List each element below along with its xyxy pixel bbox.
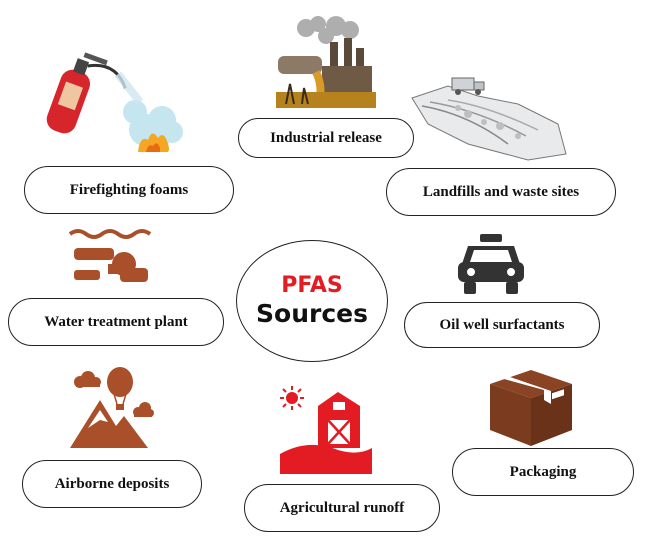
source-label-packaging: Packaging (452, 448, 634, 496)
fire-extinguisher-icon (46, 52, 183, 152)
pfas-sources-hub: PFAS Sources (236, 240, 388, 362)
source-label-landfills: Landfills and waste sites (386, 168, 616, 216)
source-label-airborne: Airborne deposits (22, 460, 202, 508)
source-label-agricultural: Agricultural runoff (244, 484, 440, 532)
source-label-water: Water treatment plant (8, 298, 224, 346)
box-icon (490, 370, 572, 446)
hub-title-line2: Sources (256, 299, 368, 328)
landfill-icon (411, 77, 567, 161)
water-treatment-icon (68, 229, 152, 282)
source-label-firefighting: Firefighting foams (24, 166, 234, 214)
barn-icon (280, 386, 372, 474)
factory-pollution-icon (276, 16, 376, 108)
mountain-balloon-icon (70, 367, 154, 448)
car-icon (458, 234, 524, 294)
hub-title-line1: PFAS (281, 273, 343, 298)
source-label-industrial: Industrial release (238, 118, 414, 158)
source-label-oilwell: Oil well surfactants (404, 302, 600, 348)
